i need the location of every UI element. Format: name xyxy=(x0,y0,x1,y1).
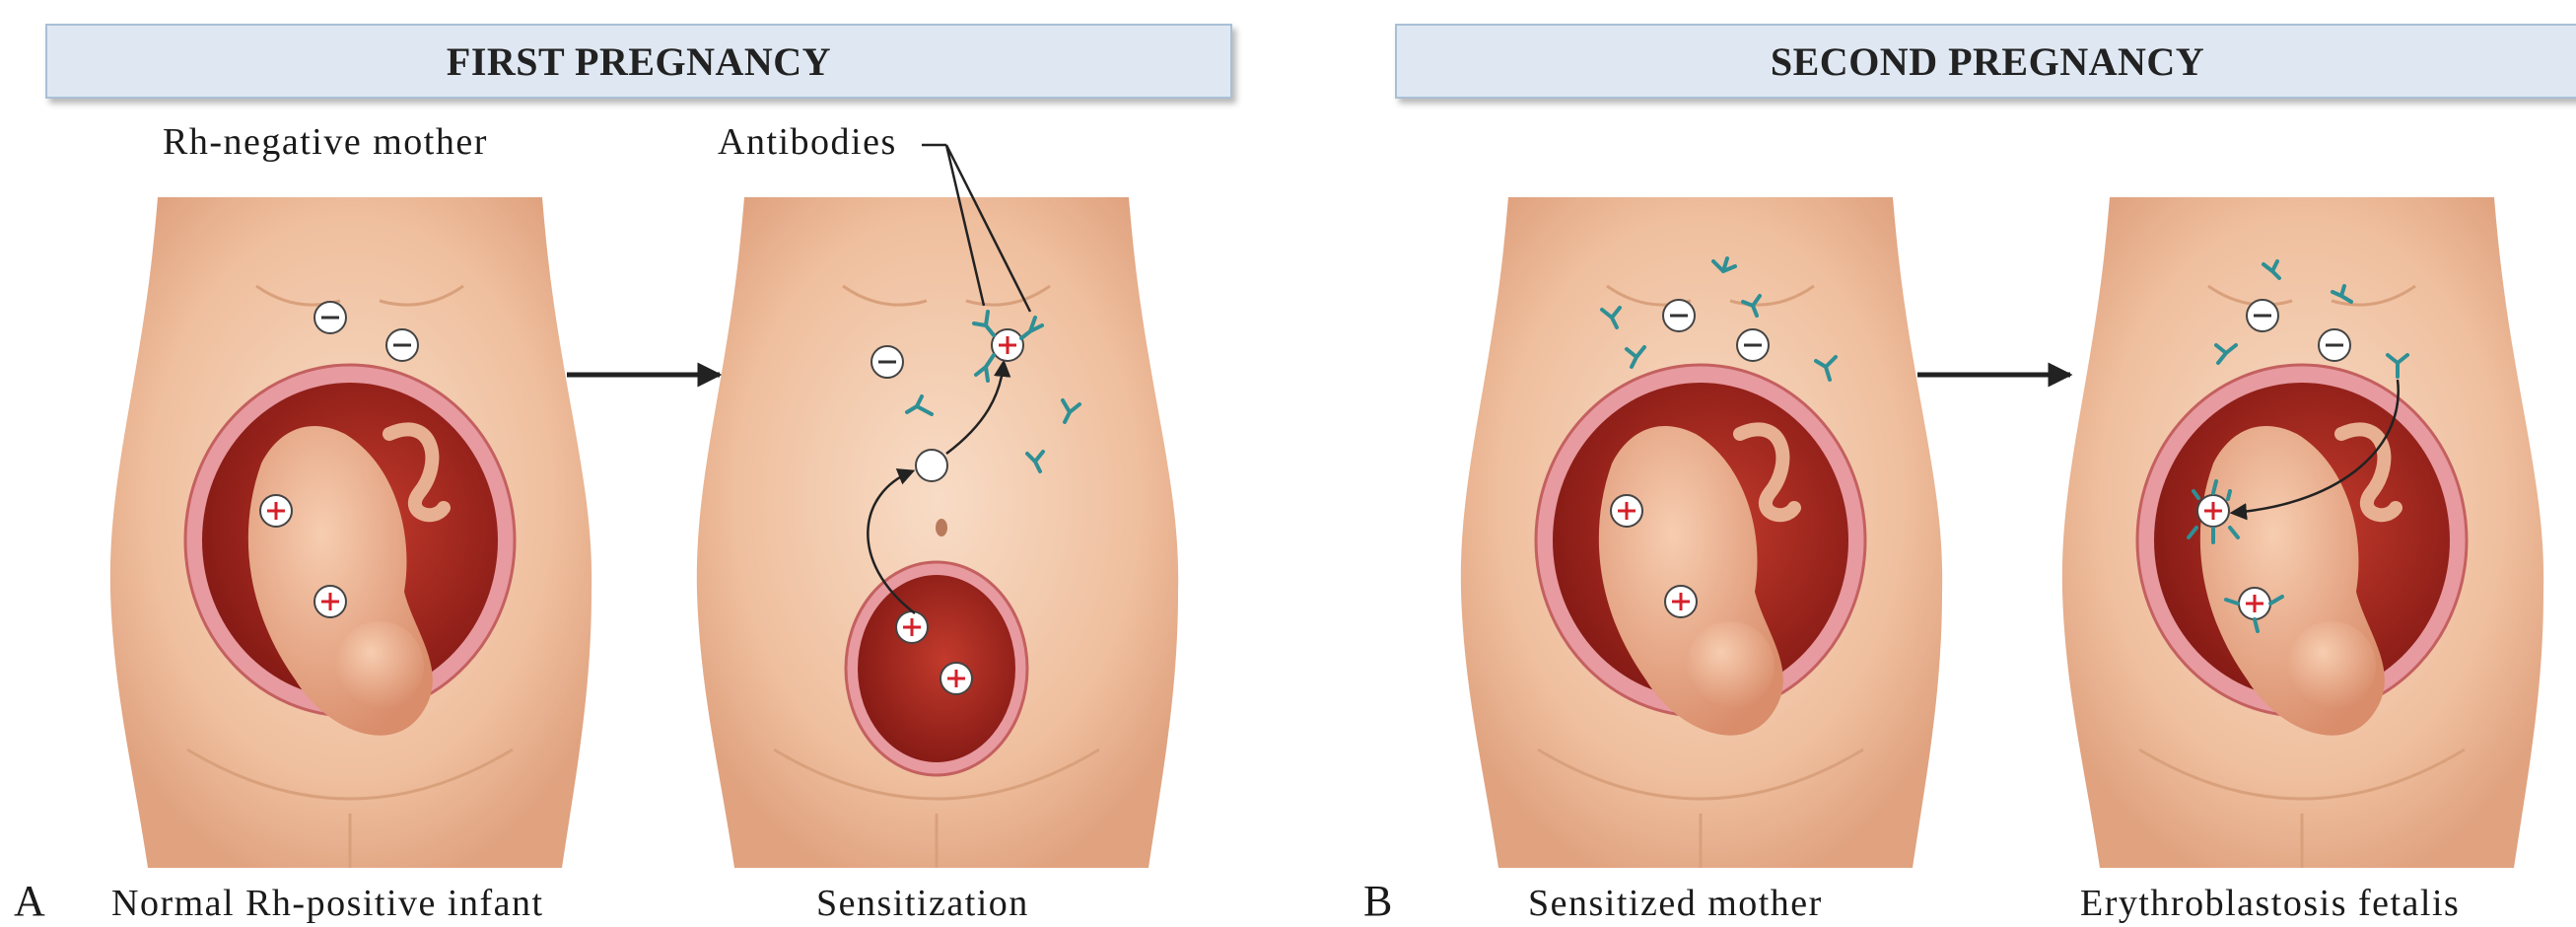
rh-negative-mother-label: Rh-negative mother xyxy=(163,120,488,164)
sensitization-caption: Sensitization xyxy=(816,882,1029,925)
panel-b-letter: B xyxy=(1363,876,1392,926)
sensitized-mother-caption: Sensitized mother xyxy=(1528,882,1823,925)
erythroblastosis-fetalis-caption: Erythroblastosis fetalis xyxy=(2080,882,2460,925)
normal-rh-positive-infant-caption: Normal Rh-positive infant xyxy=(111,882,544,925)
antibodies-label: Antibodies xyxy=(718,120,897,164)
panel-a-letter: A xyxy=(14,876,45,926)
torso-mother-2 xyxy=(697,145,1178,868)
torso-mother-4 xyxy=(2062,197,2543,868)
torso-mother-3 xyxy=(1461,197,1942,868)
